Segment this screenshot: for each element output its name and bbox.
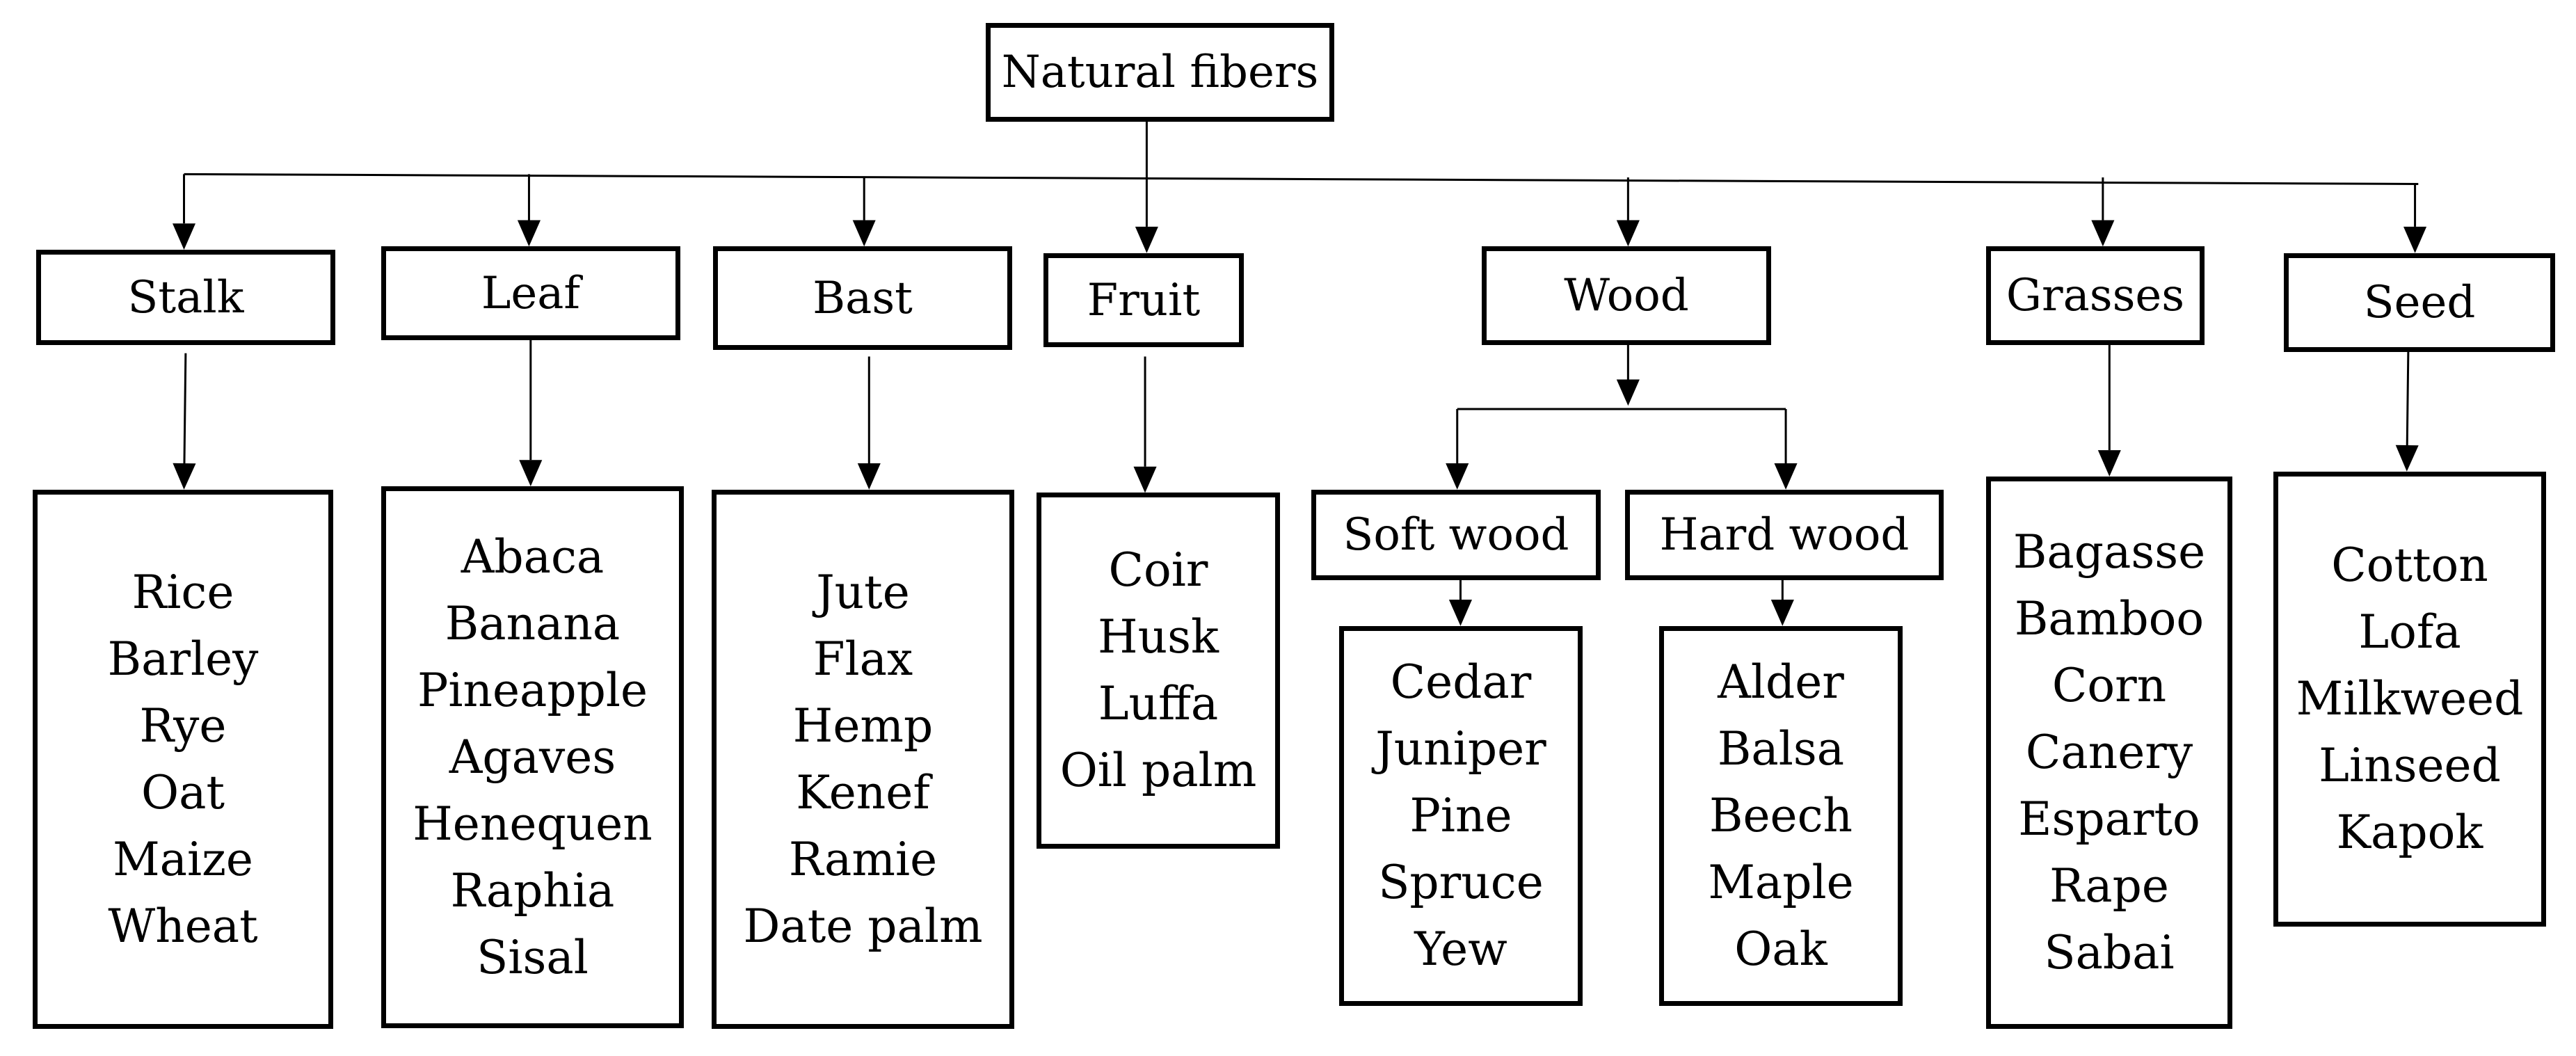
list-item: Oak: [1734, 922, 1827, 976]
list-item: Kenef: [796, 765, 930, 819]
list-item: Hemp: [792, 698, 934, 753]
list-item: Abaca: [461, 529, 605, 584]
list-item: Balsa: [1717, 722, 1845, 776]
category-wood: Wood: [1482, 246, 1771, 345]
list-softwood: Cedar Juniper Pine Spruce Yew: [1339, 626, 1583, 1006]
list-item: Date palm: [743, 899, 983, 953]
list-item: Raphia: [450, 863, 615, 918]
list-item: Rape: [2049, 859, 2169, 913]
list-item: Beech: [1709, 789, 1853, 842]
list-fruit: Coir Husk Luffa Oil palm: [1037, 493, 1280, 849]
list-item: Cedar: [1390, 655, 1532, 709]
list-item: Maize: [113, 832, 253, 886]
arrowhead: [1446, 463, 1469, 490]
list-item: Yew: [1414, 922, 1507, 976]
category-fruit: Fruit: [1043, 253, 1244, 347]
list-item: Flax: [813, 632, 913, 686]
arrowhead: [1616, 220, 1640, 247]
list-grasses: Bagasse Bamboo Corn Canery Esparto Rape …: [1986, 477, 2232, 1029]
subcategory-hardwood: Hard wood: [1625, 490, 1944, 580]
arrowhead: [1448, 600, 1472, 626]
list-item: Pine: [1409, 789, 1512, 842]
list-item: Oil palm: [1059, 744, 1257, 797]
arrowhead: [2091, 220, 2115, 247]
list-item: Spruce: [1378, 856, 1544, 909]
list-stalk: Rice Barley Rye Oat Maize Wheat: [33, 490, 333, 1029]
list-item: Milkweed: [2296, 672, 2524, 726]
list-item: Juniper: [1375, 722, 1546, 776]
arrowhead: [2395, 445, 2419, 472]
arrowhead: [1133, 466, 1157, 493]
list-item: Rice: [131, 565, 234, 619]
list-item: Lofa: [2358, 605, 2461, 659]
root-node: Natural fibers: [986, 23, 1334, 122]
category-grasses: Grasses: [1986, 246, 2205, 345]
list-item: Sabai: [2044, 926, 2175, 979]
arrowhead: [857, 463, 881, 490]
list-item: Husk: [1098, 610, 1219, 664]
arrowhead: [1770, 600, 1794, 626]
arrowhead: [2403, 226, 2427, 253]
category-leaf: Leaf: [381, 246, 680, 340]
list-seed: Cotton Lofa Milkweed Linseed Kapok: [2273, 472, 2546, 927]
arrowhead: [1616, 379, 1640, 406]
list-item: Linseed: [2319, 739, 2501, 792]
list-item: Bamboo: [2014, 592, 2205, 646]
arrowhead: [1774, 463, 1798, 490]
list-hardwood: Alder Balsa Beech Maple Oak: [1659, 626, 1903, 1006]
list-item: Maple: [1708, 856, 1854, 909]
arrowhead: [2097, 450, 2121, 477]
list-item: Wheat: [108, 899, 258, 953]
arrowhead: [517, 220, 541, 247]
list-item: Kapok: [2336, 806, 2483, 859]
list-item: Agaves: [449, 730, 616, 784]
main-bus-line: [184, 173, 2419, 185]
list-item: Jute: [816, 565, 910, 619]
arrowhead: [173, 463, 196, 490]
list-item: Sisal: [477, 930, 589, 984]
list-item: Coir: [1108, 543, 1208, 597]
arrow-line: [183, 353, 187, 463]
category-stalk: Stalk: [36, 250, 335, 345]
arrowhead: [852, 220, 876, 247]
arrow-line: [2406, 337, 2410, 446]
list-item: Corn: [2051, 659, 2167, 712]
list-item: Ramie: [788, 832, 938, 886]
list-item: Banana: [445, 596, 621, 650]
arrowhead: [173, 223, 195, 250]
subcategory-softwood: Soft wood: [1311, 490, 1601, 580]
list-item: Canery: [2025, 726, 2193, 779]
category-seed: Seed: [2284, 253, 2555, 352]
list-item: Rye: [139, 698, 227, 753]
list-item: Barley: [107, 632, 259, 686]
category-bast: Bast: [713, 246, 1012, 350]
list-item: Cotton: [2331, 538, 2488, 592]
arrowhead: [519, 460, 543, 486]
list-leaf: Abaca Banana Pineapple Agaves Henequen R…: [381, 486, 684, 1028]
list-item: Bagasse: [2013, 525, 2206, 579]
list-item: Esparto: [2018, 792, 2200, 846]
list-item: Pineapple: [417, 663, 648, 717]
list-item: Alder: [1718, 655, 1844, 709]
list-item: Oat: [141, 765, 225, 819]
list-item: Henequen: [413, 797, 653, 851]
list-bast: Jute Flax Hemp Kenef Ramie Date palm: [712, 490, 1014, 1029]
list-item: Luffa: [1098, 677, 1219, 730]
arrowhead: [1135, 226, 1158, 253]
